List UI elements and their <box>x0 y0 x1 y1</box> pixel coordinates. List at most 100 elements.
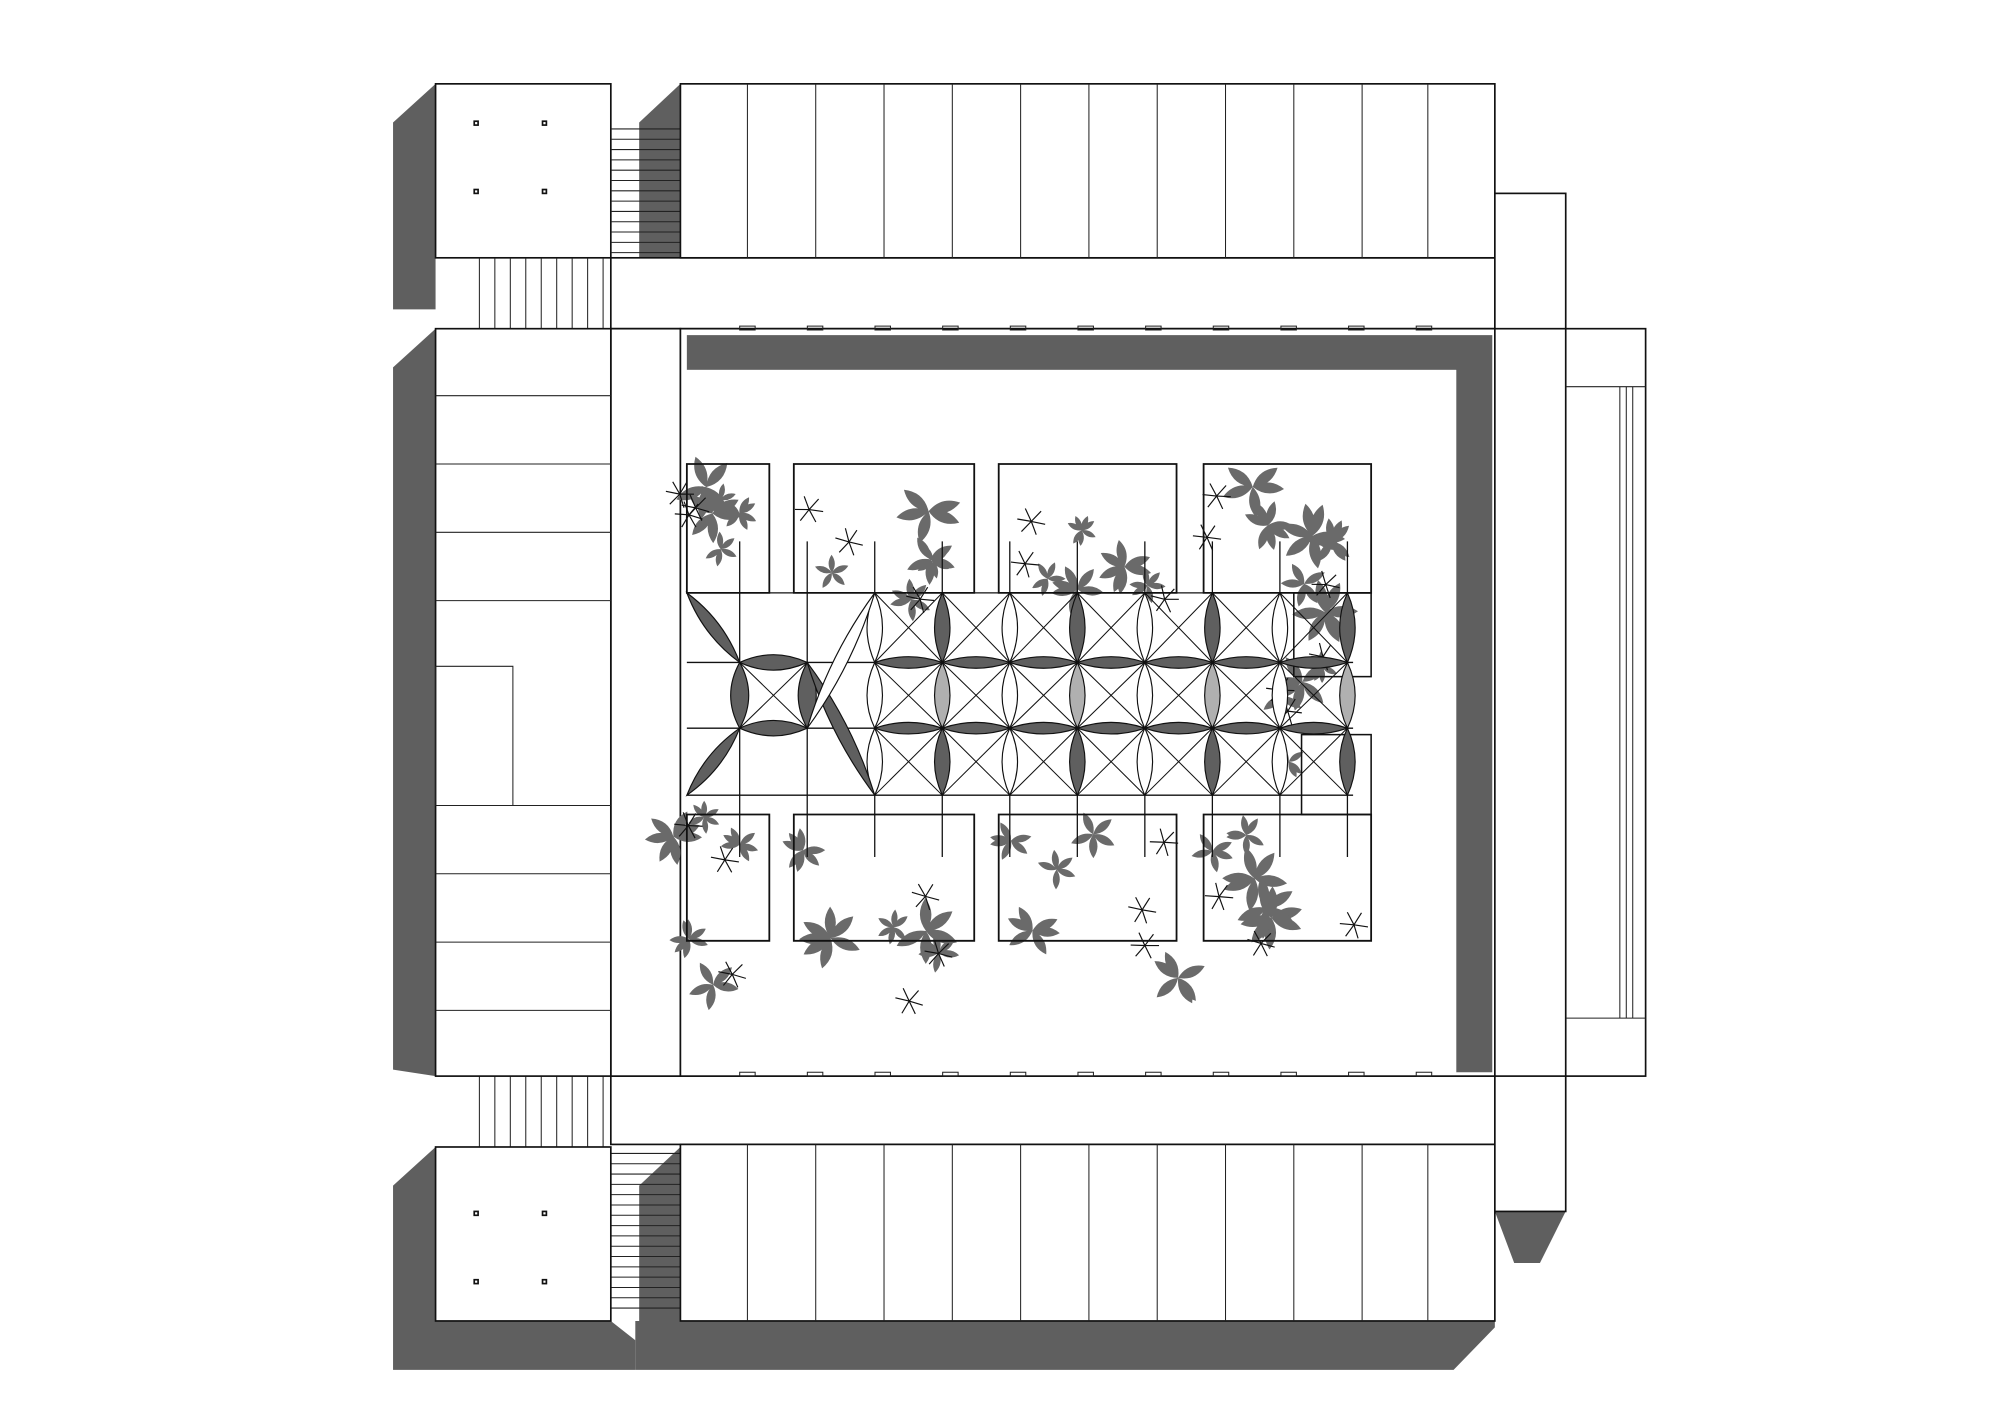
palm-tree <box>1155 841 1165 855</box>
tower-top-left <box>434 83 612 259</box>
palm-tree <box>902 988 910 1002</box>
palm-tree <box>1322 644 1332 658</box>
palm-tree <box>665 490 680 495</box>
canopy-cable <box>874 662 943 729</box>
tree-canopy <box>1129 567 1166 604</box>
palm-tree <box>687 813 697 826</box>
tree-canopy <box>1032 562 1066 596</box>
canopy-membrane <box>806 592 876 729</box>
palm-tree <box>1141 909 1148 924</box>
palm-tree <box>908 1000 916 1015</box>
palm-tree <box>1134 909 1143 923</box>
palm-tree <box>1325 583 1340 589</box>
palm-tree <box>1209 483 1218 497</box>
palm-tree <box>1219 896 1234 899</box>
palm-tree <box>724 859 733 873</box>
column-mark <box>1348 325 1365 331</box>
column-mark <box>1415 325 1433 331</box>
canopy-membrane <box>1271 726 1289 797</box>
tree-canopy <box>799 906 860 969</box>
canopy-cable <box>1009 727 1078 796</box>
canopy-cable <box>1076 727 1146 796</box>
canopy-cable <box>941 592 1011 663</box>
planter-bed <box>1300 733 1372 816</box>
palm-tree <box>1216 495 1231 498</box>
palm-tree <box>1021 520 1032 532</box>
tree-canopy <box>1071 812 1115 859</box>
palm-tree <box>928 953 939 965</box>
palm-tree <box>688 514 703 520</box>
palm-tree <box>1216 485 1227 497</box>
tree-canopy <box>1237 877 1294 939</box>
palm-tree <box>924 896 931 911</box>
palm-tree <box>1010 561 1026 565</box>
palm-tree <box>1211 896 1220 910</box>
palm-tree <box>1215 882 1220 897</box>
tree-canopy <box>669 919 708 959</box>
column-mark <box>1348 1071 1365 1077</box>
palm-tree <box>933 939 940 954</box>
canopy-cable <box>874 592 943 663</box>
palm-tree <box>681 504 696 509</box>
tower-bottom-left <box>434 1146 612 1322</box>
canopy-cable <box>1212 592 1281 663</box>
tree-canopy <box>1222 847 1288 911</box>
tree-canopy <box>1067 515 1096 546</box>
palm-tree <box>1202 493 1217 497</box>
palm-tree <box>1144 945 1152 959</box>
palm-tree <box>1159 828 1165 843</box>
column-mark <box>1077 325 1094 331</box>
palm-tree <box>1345 924 1355 937</box>
palm-tree <box>1353 924 1359 939</box>
palm-tree <box>710 856 725 861</box>
canopy-cable <box>1212 662 1281 729</box>
column-mark <box>1009 325 1027 331</box>
palm-tree <box>688 514 697 528</box>
tree-canopy <box>1272 657 1327 711</box>
palm-tree <box>848 541 855 556</box>
palm-tree <box>1260 943 1268 957</box>
palm-tree <box>725 961 733 975</box>
palm-tree <box>844 528 850 543</box>
corridors <box>609 256 1496 1146</box>
palm-tree <box>1321 570 1327 585</box>
tree-canopy <box>1280 563 1325 607</box>
palm-tree <box>906 595 921 600</box>
tree-canopy <box>1226 815 1264 856</box>
palm-tree <box>1216 495 1224 510</box>
palm-tree <box>910 598 921 611</box>
canopy-cable <box>1279 592 1348 663</box>
tree-canopy <box>1007 906 1060 955</box>
canopy-cable <box>1279 662 1348 729</box>
palm-tree <box>1206 537 1214 551</box>
palm-tree <box>1150 595 1165 600</box>
palm-tree <box>848 529 858 543</box>
palm-tree <box>732 973 747 979</box>
palm-tree <box>901 1000 910 1014</box>
annex-right <box>1494 192 1647 1213</box>
palm-tree <box>1149 841 1165 843</box>
column-mark <box>1280 1071 1297 1077</box>
palm-tree <box>1024 551 1034 565</box>
palm-tree <box>1163 842 1169 857</box>
canopy-cable <box>739 662 808 729</box>
tree-canopy <box>644 811 702 865</box>
palm-tree <box>1325 574 1337 585</box>
tensile-canopy <box>685 541 1356 858</box>
canopy-cable <box>1144 662 1213 729</box>
palm-tree <box>1130 944 1145 947</box>
palm-tree <box>938 943 950 954</box>
palm-tree <box>731 964 743 975</box>
column-mark <box>1077 1071 1094 1077</box>
building-shadows <box>393 83 1566 1370</box>
palm-tree <box>722 974 733 986</box>
palm-tree <box>917 883 926 897</box>
palm-tree <box>924 884 934 897</box>
palm-tree <box>1206 525 1216 538</box>
wing-top <box>679 83 1496 259</box>
palm-tree <box>919 599 925 614</box>
canopy-cable <box>1076 662 1146 729</box>
palm-tree <box>1138 932 1146 946</box>
palm-tree <box>679 493 685 508</box>
